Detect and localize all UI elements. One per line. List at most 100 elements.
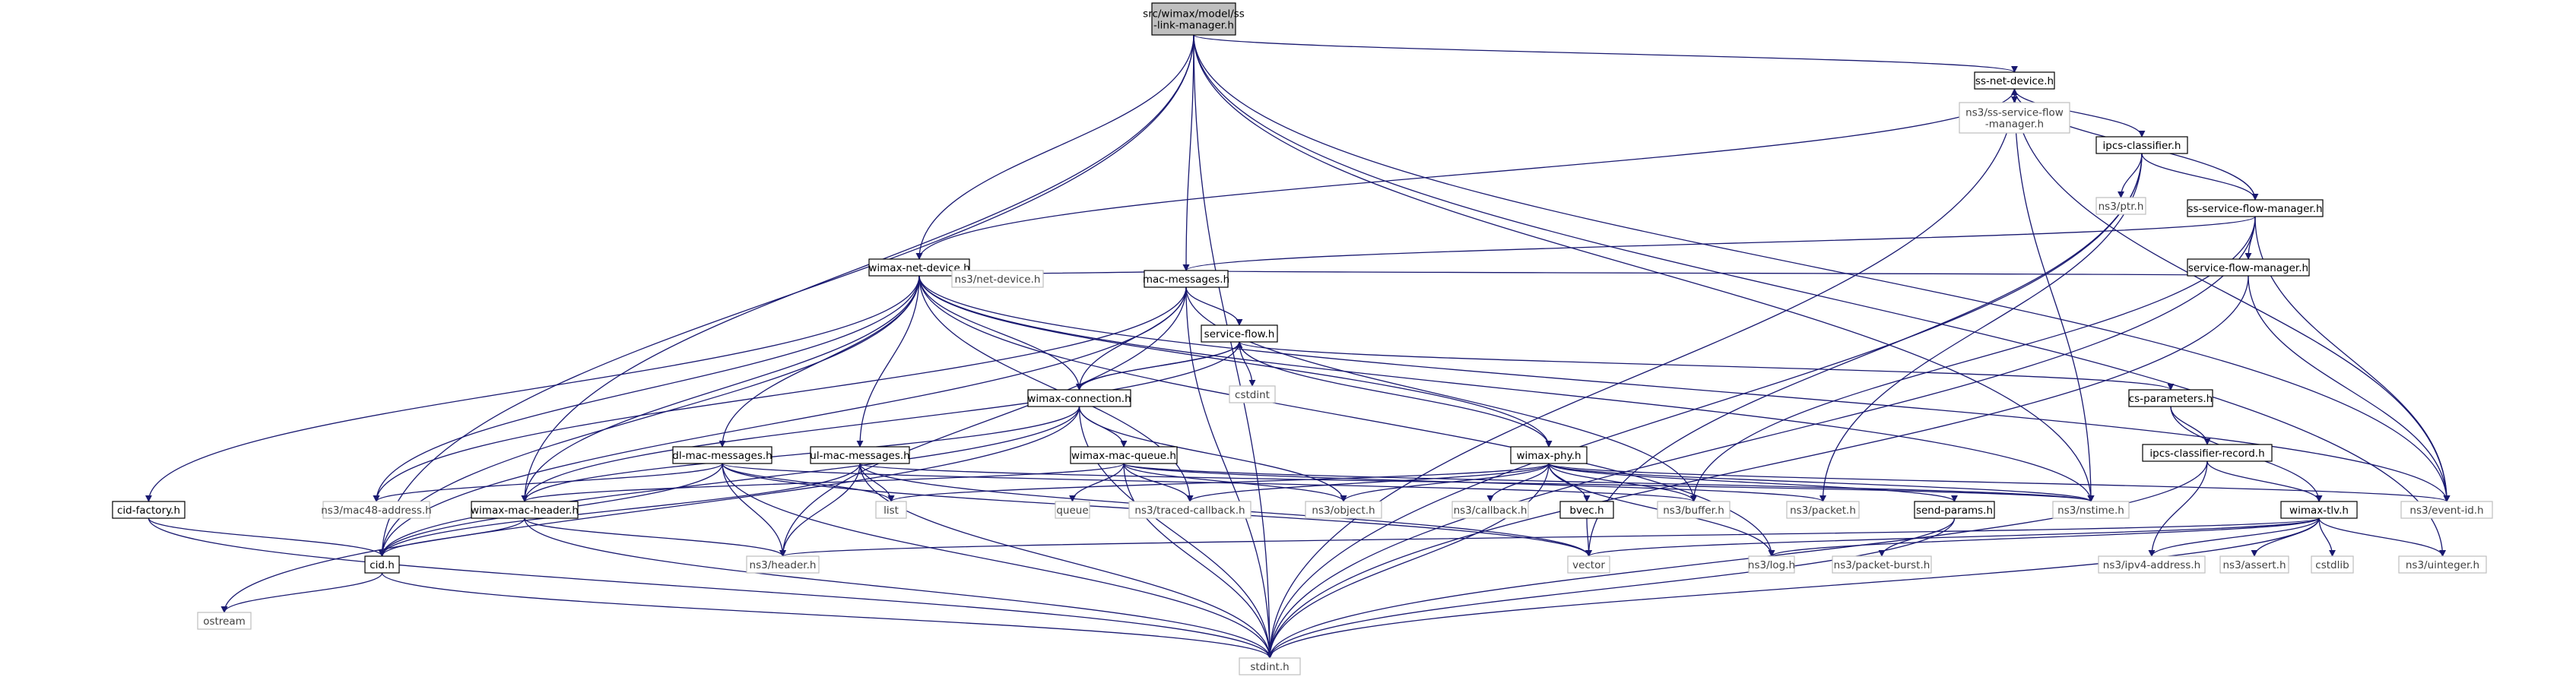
node-list: list (875, 501, 907, 519)
edge-wimax-tlv-to-cstdlib (2318, 517, 2336, 557)
edge-wimax-mac-queue-to-wimax-mac-header (521, 463, 1125, 502)
node-box-ss-service-flow-manager-ext (1959, 102, 2070, 134)
edge-wimax-net-device-to-traced-callback (918, 275, 1194, 502)
node-service-flow-manager[interactable]: service-flow-manager.h (2187, 258, 2310, 277)
node-box-net-device (951, 270, 1044, 288)
edge-wimax-tlv-to-ipv4-address (2148, 517, 2320, 557)
node-mac48-address: ns3/mac48-address.h (321, 501, 432, 519)
node-label-net-device: ns3/net-device.h (955, 274, 1041, 286)
node-label-vector: vector (1572, 559, 1605, 571)
node-root[interactable]: src/wimax/model/ss-link-manager.h (1143, 2, 1245, 36)
edge-mac-messages-to-mac48-address (373, 286, 1187, 502)
node-dl-mac-messages[interactable]: dl-mac-messages.h (672, 446, 772, 464)
node-box-ipv4-address (2098, 555, 2206, 574)
edge-ss-net-device-to-stdint (1266, 88, 2016, 659)
edge-wimax-phy-to-object (1340, 463, 1550, 502)
node-box-event-id (2400, 501, 2493, 519)
node-box-mac48-address (322, 501, 430, 519)
edge-wimax-phy-to-traced-callback (1186, 463, 1550, 502)
node-label-wimax-phy: wimax-phy.h (1516, 450, 1581, 462)
edge-wimax-net-device-to-nstime (918, 275, 2095, 502)
edge-service-flow-to-cs-parameters (1239, 341, 2175, 391)
edge-wimax-net-device-to-wimax-phy (918, 275, 1553, 448)
node-box-cstdlib (2311, 555, 2354, 574)
edge-wimax-net-device-to-cid-factory (145, 275, 920, 502)
node-box-uinteger (2398, 555, 2487, 574)
edge-ss-net-device-to-nstime (2013, 88, 2095, 502)
node-cid[interactable]: cid.h (364, 555, 400, 574)
edge-root-to-stdint (1193, 34, 1274, 659)
edge-bvec-to-vector (1585, 517, 1592, 557)
node-label-root: -link-manager.h (1153, 20, 1234, 32)
node-ul-mac-messages[interactable]: ul-mac-messages.h (810, 446, 910, 464)
node-label-wimax-connection: wimax-connection.h (1027, 393, 1131, 405)
node-box-service-flow-manager (2187, 258, 2310, 277)
edge-root-to-wimax-net-device (915, 34, 1194, 260)
node-cid-factory[interactable]: cid-factory.h (112, 501, 186, 519)
node-label-assert: ns3/assert.h (2222, 559, 2286, 571)
edge-ipcs-classifier-record-to-wimax-tlv (2206, 460, 2323, 502)
edge-wimax-mac-header-to-stdint (524, 517, 1274, 659)
node-object: ns3/object.h (1305, 501, 1382, 519)
edge-service-flow-manager-to-stdint (1266, 275, 2249, 659)
node-label-traced-callback: ns3/traced-callback.h (1134, 505, 1245, 517)
node-stdint: stdint.h (1239, 657, 1301, 675)
node-label-ss-service-flow-manager-ext: ns3/ss-service-flow (1965, 107, 2064, 119)
edge-ipcs-classifier-to-ss-service-flow-manager (2141, 153, 2259, 201)
node-label-buffer: ns3/buffer.h (1663, 505, 1724, 517)
edge-wimax-net-device-to-wimax-connection (918, 275, 1083, 391)
node-box-log (1748, 555, 1795, 574)
node-header: ns3/header.h (746, 555, 820, 574)
node-box-stdint (1239, 657, 1301, 675)
node-wimax-tlv[interactable]: wimax-tlv.h (2280, 501, 2358, 519)
node-ipcs-classifier[interactable]: ipcs-classifier.h (2095, 136, 2188, 154)
node-wimax-mac-queue[interactable]: wimax-mac-queue.h (1070, 446, 1178, 464)
edge-root-to-wimax-mac-header (521, 34, 1194, 502)
edge-root-to-cid (379, 34, 1194, 557)
node-wimax-connection[interactable]: wimax-connection.h (1027, 389, 1131, 407)
node-label-ptr: ns3/ptr.h (2099, 201, 2144, 213)
node-box-cid (364, 555, 400, 574)
node-label-mac48-address: ns3/mac48-address.h (321, 505, 432, 517)
node-service-flow[interactable]: service-flow.h (1201, 324, 1278, 343)
node-label-uinteger: ns3/uinteger.h (2406, 559, 2479, 571)
edge-wimax-net-device-to-cid (379, 275, 920, 557)
edge-wimax-connection-to-ostream (220, 406, 1080, 613)
edge-service-flow-to-wimax-mac-header (521, 341, 1240, 502)
edge-cs-parameters-to-ipcs-classifier-record (2170, 406, 2211, 445)
node-box-mac-messages (1144, 270, 1229, 288)
node-bvec[interactable]: bvec.h (1559, 501, 1614, 519)
node-label-ss-service-flow-manager-ext: -manager.h (1985, 119, 2044, 131)
edge-send-params-to-stdint (1266, 517, 1956, 659)
node-ipcs-classifier-record[interactable]: ipcs-classifier-record.h (2142, 444, 2273, 462)
node-label-object: ns3/object.h (1312, 505, 1375, 517)
node-ss-net-device[interactable]: ss-net-device.h (1974, 71, 2055, 90)
edge-ss-net-device-to-wimax-net-device (915, 88, 2016, 260)
edge-wimax-tlv-to-log (1768, 517, 2320, 557)
node-ss-service-flow-manager[interactable]: ss-service-flow-manager.h (2187, 199, 2324, 217)
node-box-root (1151, 2, 1236, 36)
node-wimax-net-device[interactable]: wimax-net-device.h (868, 258, 970, 277)
node-label-ipv4-address: ns3/ipv4-address.h (2103, 559, 2200, 571)
edge-wimax-mac-header-to-header (524, 517, 786, 557)
edge-cid-factory-to-stdint (148, 517, 1274, 659)
node-wimax-phy[interactable]: wimax-phy.h (1510, 446, 1588, 464)
edge-cid-to-stdint (381, 572, 1274, 659)
node-wimax-mac-header[interactable]: wimax-mac-header.h (471, 501, 579, 519)
node-mac-messages[interactable]: mac-messages.h (1143, 270, 1229, 288)
node-label-packet: ns3/packet.h (1790, 505, 1856, 517)
node-event-id: ns3/event-id.h (2400, 501, 2493, 519)
edge-wimax-mac-queue-to-nstime (1123, 463, 2095, 502)
edge-wimax-phy-to-callback (1486, 463, 1550, 502)
edge-ul-mac-messages-to-cid (379, 463, 861, 557)
edge-wimax-phy-to-buffer (1548, 463, 1697, 502)
node-label-cstdlib: cstdlib (2315, 559, 2349, 571)
node-box-cid-factory (112, 501, 186, 519)
node-label-cid-factory: cid-factory.h (117, 505, 180, 517)
node-cs-parameters[interactable]: cs-parameters.h (2128, 389, 2213, 407)
edge-wimax-mac-queue-to-stdint (1123, 463, 1274, 659)
node-box-wimax-mac-queue (1070, 446, 1178, 464)
edge-wimax-tlv-to-vector (1585, 517, 2320, 557)
node-send-params[interactable]: send-params.h (1914, 501, 1995, 519)
edge-wimax-net-device-to-mac48-address (373, 275, 920, 502)
